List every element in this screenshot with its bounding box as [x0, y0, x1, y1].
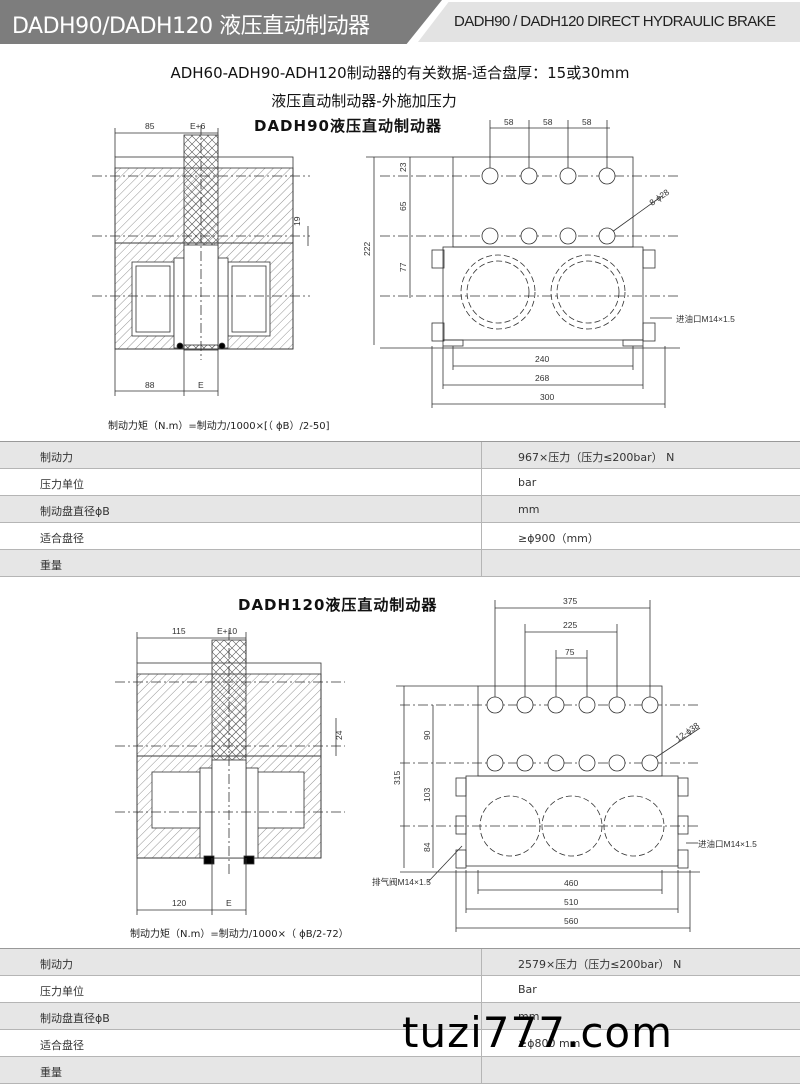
table-row: 重量 — [0, 1057, 800, 1084]
section1-formula: 制动力矩（N.m）=制动力/1000×[（ ϕB）/2-50] — [108, 421, 330, 432]
table-row: 制动力 2579×压力（压力≤200bar） N — [0, 949, 800, 976]
dadh120-drawing: 115 E+10 24 120 E 375 225 75 90 315 103 … — [115, 596, 757, 932]
dim-375: 375 — [563, 596, 577, 606]
dim-103: 103 — [422, 788, 432, 802]
dim-90: 90 — [422, 730, 432, 740]
inlet-label-2: 进油口M14×1.5 — [698, 839, 757, 849]
section2-formula: 制动力矩（N.m）=制动力/1000×（ ϕB/2-72） — [130, 929, 349, 940]
bolt-holes-1 — [481, 167, 616, 245]
dim-e6: E+6 — [190, 121, 206, 131]
dim-120: 120 — [172, 898, 186, 908]
dim-e: E — [198, 380, 204, 390]
dim-88: 88 — [145, 380, 155, 390]
section2-title: DADH120液压直动制动器 — [238, 596, 438, 614]
section1-title: DADH90液压直动制动器 — [254, 117, 442, 135]
dim-19: 19 — [292, 216, 302, 226]
dim-84: 84 — [422, 842, 432, 852]
dim-225: 225 — [563, 620, 577, 630]
dim-e10: E+10 — [217, 626, 237, 636]
dim-85: 85 — [145, 121, 155, 131]
vent-label: 排气阀M14×1.5 — [372, 877, 431, 887]
dim-222: 222 — [362, 242, 372, 256]
intro-line-2: 液压直动制动器-外施加压力 — [271, 92, 457, 110]
dim-240: 240 — [535, 354, 549, 364]
header-left-band: DADH90/DADH120 液压直动制动器 — [0, 0, 442, 44]
table-row: 制动盘直径ϕB mm — [0, 1003, 800, 1030]
dim-460: 460 — [564, 878, 578, 888]
table-row: 重量 — [0, 550, 800, 577]
dim-65: 65 — [398, 201, 408, 211]
bolt-holes-2 — [486, 696, 659, 772]
dadh90-drawing: 85 E+6 19 88 E 58 58 58 23 65 222 77 8-ϕ… — [92, 117, 735, 408]
dim-e-2: E — [226, 898, 232, 908]
watermark: tuzi777.com — [402, 1008, 674, 1057]
dim-58b: 58 — [543, 117, 553, 127]
table-row: 制动盘直径ϕB mm — [0, 496, 800, 523]
section2-table: 制动力 2579×压力（压力≤200bar） N 压力单位 Bar 制动盘直径ϕ… — [0, 948, 800, 1084]
dim-24: 24 — [334, 730, 344, 740]
table-row: 压力单位 bar — [0, 469, 800, 496]
section1-table: 制动力 967×压力（压力≤200bar） N 压力单位 bar 制动盘直径ϕB… — [0, 441, 800, 577]
header-title-cn: DADH90/DADH120 液压直动制动器 — [12, 14, 370, 39]
dim-315: 315 — [392, 771, 402, 785]
table-row: 适合盘径 ≥ϕ900（mm） — [0, 523, 800, 550]
hole-spec-2: 12-ϕ38 — [673, 720, 701, 744]
inlet-label-1: 进油口M14×1.5 — [676, 314, 735, 324]
dim-77: 77 — [398, 262, 408, 272]
header-right-band: DADH90 / DADH120 DIRECT HYDRAULIC BRAKE — [418, 2, 800, 42]
dim-58a: 58 — [504, 117, 514, 127]
table-row: 制动力 967×压力（压力≤200bar） N — [0, 442, 800, 469]
header-title-en: DADH90 / DADH120 DIRECT HYDRAULIC BRAKE — [454, 13, 776, 30]
dim-300: 300 — [540, 392, 554, 402]
dim-23: 23 — [398, 162, 408, 172]
dim-58c: 58 — [582, 117, 592, 127]
table-row: 适合盘径 ≥ϕ800 mm — [0, 1030, 800, 1057]
dim-510: 510 — [564, 897, 578, 907]
dim-560: 560 — [564, 916, 578, 926]
table-row: 压力单位 Bar — [0, 976, 800, 1003]
intro-line-1: ADH60-ADH90-ADH120制动器的有关数据-适合盘厚：15或30mm — [170, 64, 630, 82]
dim-268: 268 — [535, 373, 549, 383]
dim-115: 115 — [172, 626, 186, 636]
page-header: DADH90/DADH120 液压直动制动器 DADH90 / DADH120 … — [0, 0, 800, 44]
dim-75: 75 — [565, 647, 575, 657]
